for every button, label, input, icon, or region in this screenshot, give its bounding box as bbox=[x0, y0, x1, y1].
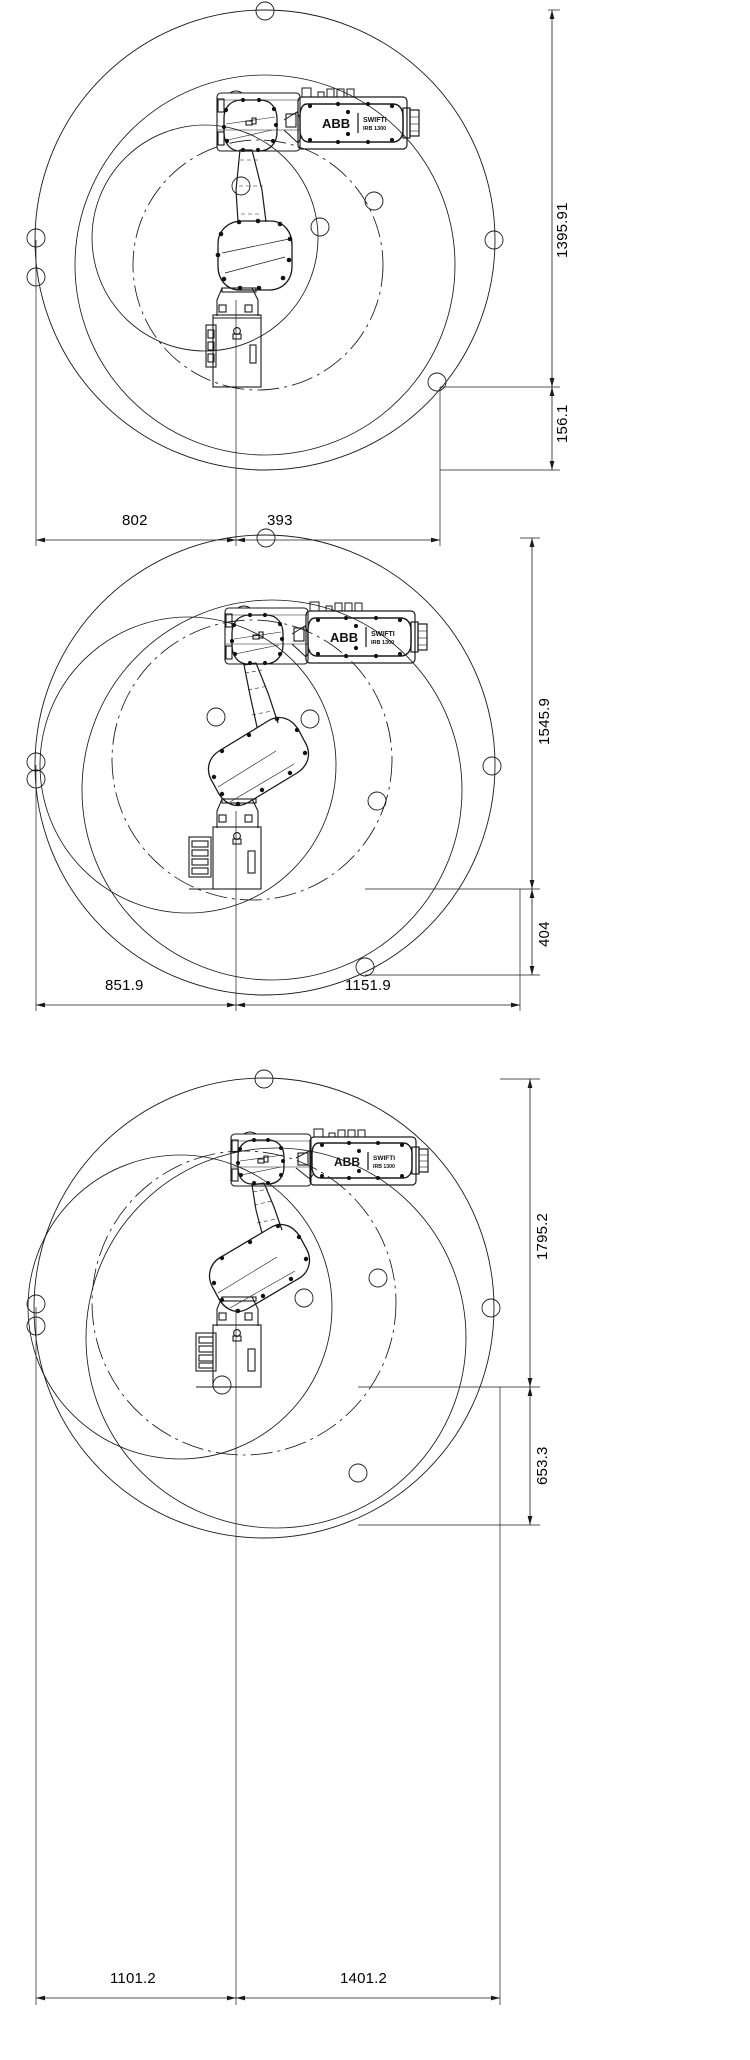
dimension-lines-panel-2 bbox=[35, 537, 540, 1011]
dim-vertical-main-1: 1395.91 bbox=[554, 202, 571, 258]
envelope-secondary-arc-3 bbox=[85, 1147, 467, 1529]
model-text-3: SWIFTI bbox=[373, 1155, 395, 1162]
model-sub-text-2: IRB 1300 bbox=[371, 640, 394, 646]
dim-horizontal-right-2: 1151.9 bbox=[345, 977, 391, 994]
robot-forearm-2: ABB SWIFTI IRB 1300 bbox=[305, 601, 428, 664]
envelope-left-circle-2 bbox=[39, 616, 337, 914]
envelope-dashdot-arc bbox=[132, 139, 384, 391]
robot-lower-arm-bolts-3 bbox=[211, 1223, 309, 1314]
robot-axis-marker-icon-2 bbox=[252, 631, 264, 640]
robot-lower-arm-bolts-2 bbox=[211, 716, 308, 807]
panel-working-range-view-3: ABB SWIFTI IRB 1300 bbox=[0, 1055, 750, 2060]
dim-vertical-lower-1: 156.1 bbox=[554, 404, 571, 443]
robot-forearm-3: ABB SWIFTI IRB 1300 bbox=[309, 1128, 429, 1186]
dim-vertical-lower-2: 404 bbox=[536, 921, 553, 947]
robot-base bbox=[205, 314, 262, 388]
robot-lower-arm-3 bbox=[208, 1223, 311, 1313]
robot-forearm-bolts bbox=[307, 101, 395, 145]
envelope-outer-arc-3 bbox=[33, 1077, 495, 1539]
envelope-node-markers-2 bbox=[26, 528, 502, 977]
panel-working-range-view-1: ABB SWIFTI IRB 1300 bbox=[0, 0, 750, 570]
robot-base-3 bbox=[195, 1324, 262, 1388]
dimension-lines-panel-3 bbox=[35, 1078, 540, 2005]
model-sub-text-3: IRB 1300 bbox=[373, 1164, 395, 1170]
dim-horizontal-left-1: 802 bbox=[122, 512, 148, 529]
dim-horizontal-right-1: 393 bbox=[267, 512, 293, 529]
robot-tool-flange-2 bbox=[410, 621, 428, 653]
envelope-outer-arc-2 bbox=[34, 534, 496, 996]
dim-vertical-lower-3: 653.3 bbox=[534, 1446, 551, 1485]
robot-forearm-bolts-3 bbox=[320, 1141, 404, 1180]
robot-connector-block-3 bbox=[313, 1128, 366, 1138]
envelope-left-circle-3 bbox=[27, 1154, 333, 1460]
robot-assembly: ABB SWIFTI IRB 1300 bbox=[205, 87, 420, 388]
robot-wrist-housing-3 bbox=[230, 1131, 312, 1187]
dimension-lines-panel-1 bbox=[35, 9, 560, 546]
abb-logo-text-2: ABB bbox=[330, 630, 358, 645]
robot-wrist-housing-2 bbox=[224, 605, 309, 665]
robot-lower-arm-2 bbox=[207, 716, 310, 807]
robot-column-axis1-2 bbox=[216, 798, 259, 828]
robot-upper-arm-bolts-2 bbox=[229, 612, 285, 666]
envelope-secondary-arc-2 bbox=[81, 599, 463, 981]
robot-assembly-2: ABB SWIFTI IRB 1300 bbox=[188, 601, 428, 890]
envelope-dashdot-arc-3 bbox=[91, 1150, 397, 1456]
robot-assembly-3: ABB SWIFTI IRB 1300 bbox=[195, 1128, 429, 1388]
robot-elbow-bracket-2 bbox=[291, 625, 311, 658]
robot-forearm: ABB SWIFTI IRB 1300 bbox=[297, 87, 420, 150]
robot-wrist-housing bbox=[216, 90, 301, 152]
robot-lower-arm bbox=[217, 220, 293, 291]
dim-vertical-main-2: 1545.9 bbox=[536, 697, 553, 745]
robot-elbow-bracket bbox=[283, 111, 303, 144]
dim-horizontal-left-3: 1101.2 bbox=[110, 1970, 156, 1987]
dim-vertical-main-3: 1795.2 bbox=[534, 1212, 551, 1260]
robot-tool-flange bbox=[402, 107, 420, 139]
robot-mid-link-2 bbox=[243, 662, 279, 728]
abb-logo-text-3: ABB bbox=[334, 1155, 360, 1169]
envelope-secondary-arc bbox=[74, 74, 456, 456]
envelope-node-markers-3 bbox=[26, 1069, 501, 1483]
model-text: SWIFTI bbox=[363, 117, 387, 124]
robot-axis-marker-icon bbox=[245, 117, 257, 126]
robot-upper-arm-bolts bbox=[221, 97, 279, 153]
panel-2-drawing: ABB SWIFTI IRB 1300 bbox=[26, 528, 540, 1011]
robot-forearm-bolts-2 bbox=[315, 615, 403, 659]
robot-tool-flange-3 bbox=[411, 1146, 429, 1175]
robot-axis-marker-icon-3 bbox=[257, 1155, 269, 1164]
abb-logo-text: ABB bbox=[322, 116, 350, 131]
robot-column-axis1 bbox=[216, 287, 259, 316]
envelope-left-circle bbox=[91, 124, 319, 352]
robot-connector-block-2 bbox=[309, 601, 363, 612]
robot-connector-block bbox=[301, 87, 355, 98]
panel-3-drawing: ABB SWIFTI IRB 1300 bbox=[26, 1069, 540, 2005]
robot-upper-arm-3 bbox=[237, 1139, 285, 1185]
dim-horizontal-left-2: 851.9 bbox=[105, 977, 144, 994]
model-text-2: SWIFTI bbox=[371, 631, 395, 638]
model-sub-text: IRB 1300 bbox=[363, 126, 386, 132]
envelope-outer-arc bbox=[34, 9, 496, 471]
robot-mid-link bbox=[235, 149, 267, 223]
envelope-dashdot-arc-2 bbox=[111, 619, 393, 901]
panel-working-range-view-2: ABB SWIFTI IRB 1300 bbox=[0, 515, 750, 1075]
robot-lower-arm-bolts bbox=[215, 218, 293, 291]
dim-horizontal-right-3: 1401.2 bbox=[340, 1970, 388, 1987]
envelope-node-markers bbox=[26, 1, 504, 392]
panel-1-drawing: ABB SWIFTI IRB 1300 bbox=[26, 1, 560, 546]
robot-elbow-bracket-3 bbox=[295, 1150, 315, 1180]
robot-base-2 bbox=[188, 826, 262, 890]
